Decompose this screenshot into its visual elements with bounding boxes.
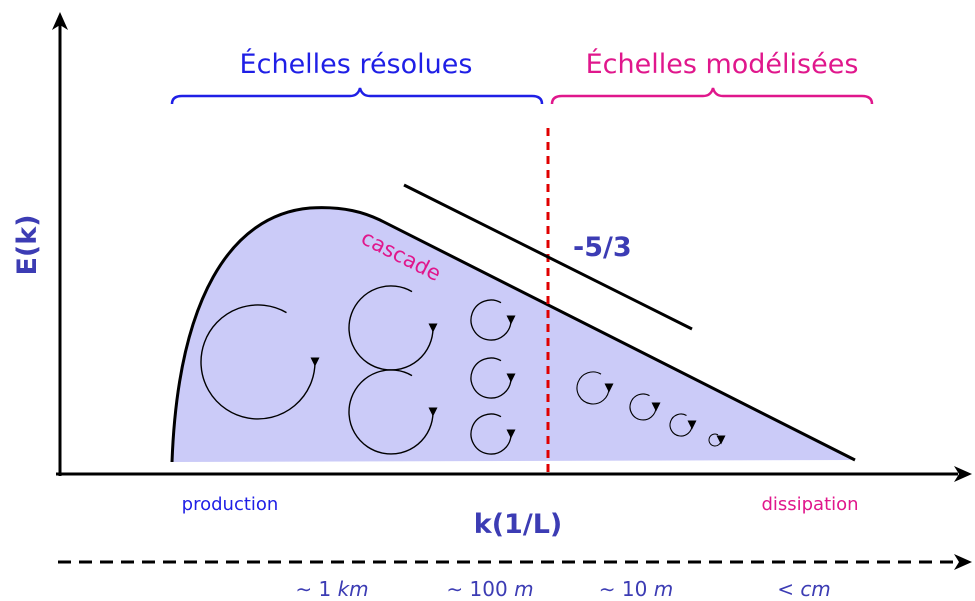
eddy-swirl-5 bbox=[470, 357, 516, 399]
eddy-swirl-7 bbox=[576, 371, 614, 405]
eddy-swirl-9 bbox=[669, 413, 697, 437]
y-axis-arrowhead bbox=[52, 12, 68, 30]
x-axis-label: k(1/L) bbox=[474, 509, 563, 540]
eddy-swirl-4 bbox=[470, 299, 516, 341]
eddy-swirl-3 bbox=[348, 369, 438, 455]
eddy-swirl-2 bbox=[348, 285, 438, 371]
x-axis-arrowhead bbox=[954, 466, 972, 482]
slope-label: -5/3 bbox=[573, 232, 632, 263]
spectrum-area bbox=[172, 207, 855, 462]
scale-label-10m: ∼ 10 m bbox=[599, 577, 673, 601]
scale-label-km: ∼ 1 km bbox=[295, 577, 368, 601]
eddy-swirl-6 bbox=[470, 413, 516, 455]
y-axis-label: E(k) bbox=[12, 214, 43, 275]
spectrum-curve bbox=[170, 206, 856, 463]
resolved-scales-title: Échelles résolues bbox=[240, 48, 473, 80]
modeled-scales-title: Échelles modélisées bbox=[586, 48, 859, 80]
production-label: production bbox=[182, 494, 279, 515]
eddy-swirl-10 bbox=[708, 433, 726, 447]
scale-label-100m: ∼ 100 m bbox=[446, 577, 533, 601]
scale-label-cm: < cm bbox=[777, 577, 831, 601]
modeled-brace bbox=[550, 87, 874, 105]
slope-line bbox=[403, 183, 693, 331]
scale-arrowhead bbox=[954, 554, 972, 570]
eddy-swirl-1 bbox=[200, 304, 320, 420]
eddy-swirl-8 bbox=[629, 393, 661, 421]
dissipation-label: dissipation bbox=[761, 494, 858, 515]
resolved-brace bbox=[170, 87, 544, 105]
eddies-group bbox=[200, 285, 726, 455]
